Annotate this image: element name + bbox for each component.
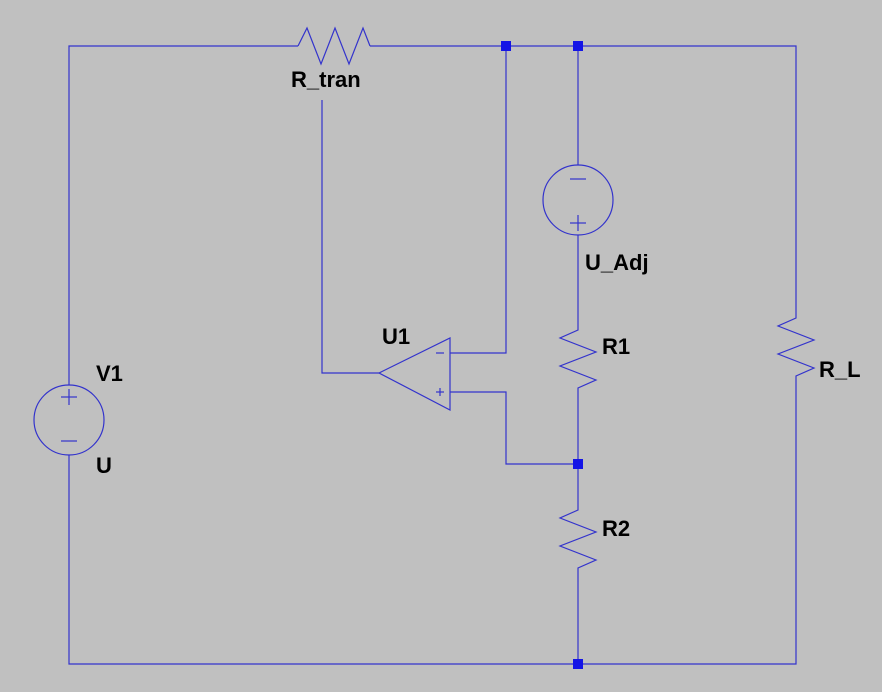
resistor-r1[interactable]	[558, 320, 598, 400]
labels: R_tran V1 U U1 U_Adj R1 R2 R_L	[96, 67, 861, 541]
label-v1-value: U	[96, 453, 112, 478]
label-r-tran: R_tran	[291, 67, 361, 92]
wire-opamp-noninverting[interactable]	[450, 391, 578, 465]
resistor-r-tran[interactable]	[297, 26, 371, 66]
wire-top-rail[interactable]	[370, 45, 797, 310]
resistor-r-l[interactable]	[776, 310, 816, 380]
wire-left-top[interactable]	[68, 45, 298, 385]
wire-rtran-to-opamp-out[interactable]	[321, 100, 379, 374]
junction-dot	[573, 659, 583, 669]
voltage-source-v1[interactable]	[33, 384, 105, 456]
label-r2: R2	[602, 516, 630, 541]
label-v1: V1	[96, 361, 123, 386]
label-u1: U1	[382, 324, 410, 349]
junction-dot	[573, 41, 583, 51]
voltage-source-u-adj[interactable]	[542, 164, 614, 236]
resistor-r2[interactable]	[558, 500, 598, 582]
wire-opamp-inverting[interactable]	[450, 46, 507, 354]
junction-dot	[573, 459, 583, 469]
wire-left-bottom[interactable]	[68, 380, 797, 665]
opamp-u1[interactable]	[377, 337, 451, 411]
junctions	[501, 41, 583, 669]
junction-dot	[501, 41, 511, 51]
wires	[68, 45, 797, 665]
label-r1: R1	[602, 334, 630, 359]
label-u-adj: U_Adj	[585, 250, 649, 275]
label-r-l: R_L	[819, 357, 861, 382]
